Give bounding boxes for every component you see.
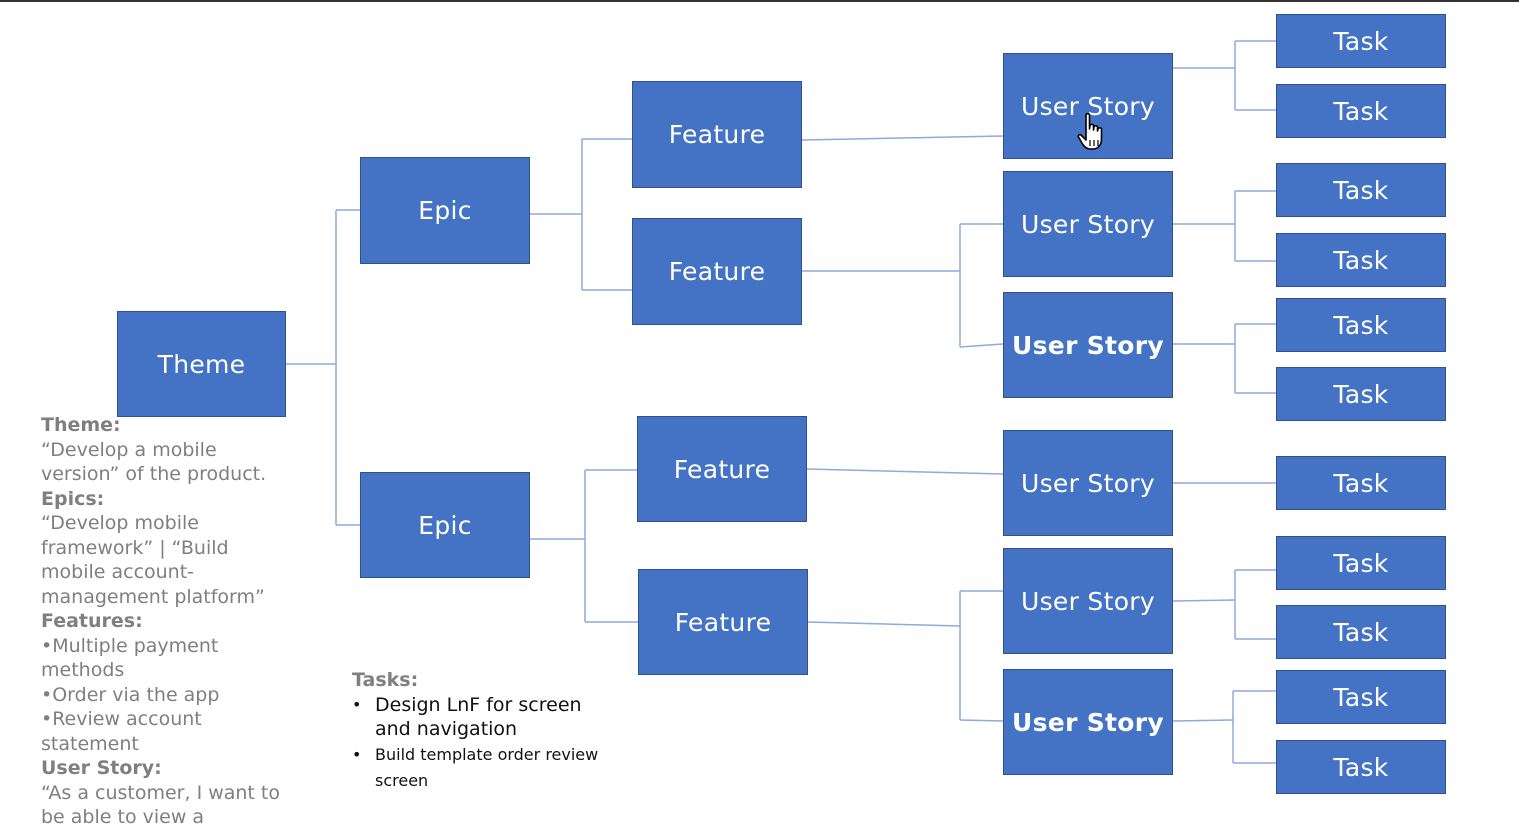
tasks-heading: Tasks: xyxy=(352,669,419,691)
feature-item: •Multiple payment methods xyxy=(41,634,219,682)
user-story-box[interactable]: User Story xyxy=(1003,430,1173,536)
feature-box[interactable]: Feature xyxy=(637,416,807,522)
task-box[interactable]: Task xyxy=(1276,163,1446,217)
tasks-list: Design LnF for screen and navigation Bui… xyxy=(352,693,622,794)
user-story-box[interactable]: User Story xyxy=(1003,548,1173,654)
user-story-box[interactable]: User Story xyxy=(1003,292,1173,398)
connector-story5-out xyxy=(1172,599,1236,602)
user-story-heading: User Story: xyxy=(41,757,162,779)
task-box[interactable]: Task xyxy=(1276,298,1446,352)
theme-description: “Develop a mobile version” of the produc… xyxy=(41,438,267,486)
task-box[interactable]: Task xyxy=(1276,536,1446,590)
task-box[interactable]: Task xyxy=(1276,740,1446,794)
task-box[interactable]: Task xyxy=(1276,233,1446,287)
user-story-description: “As a customer, I want to be able to vie… xyxy=(41,781,280,829)
task-box[interactable]: Task xyxy=(1276,670,1446,724)
task-note-item: Build template order review screen xyxy=(352,742,622,794)
connector-story6-stub xyxy=(959,719,1004,722)
user-story-box[interactable]: User Story xyxy=(1003,669,1173,775)
epic-box[interactable]: Epic xyxy=(360,472,530,578)
theme-box[interactable]: Theme xyxy=(117,311,286,417)
task-box[interactable]: Task xyxy=(1276,14,1446,68)
connector-feature3-story4 xyxy=(806,468,1004,475)
connector-story6-out xyxy=(1172,719,1234,722)
feature-item: •Order via the app xyxy=(41,683,220,706)
task-note-item: Design LnF for screen and navigation xyxy=(352,693,622,742)
feature-box[interactable]: Feature xyxy=(632,218,802,325)
tasks-notes: Tasks: Design LnF for screen and navigat… xyxy=(352,668,622,794)
user-story-box[interactable]: User Story xyxy=(1003,171,1173,277)
feature-item: •Review account statement xyxy=(41,708,202,755)
epics-description: “Develop mobile framework” | “Build mobi… xyxy=(41,512,265,608)
connector-feature4-out xyxy=(807,621,961,627)
hand-pointer-icon xyxy=(1077,112,1103,150)
connector-story3-stub xyxy=(959,343,1004,348)
connector-feature1-story1 xyxy=(801,135,1004,141)
task-box[interactable]: Task xyxy=(1276,84,1446,138)
epic-box[interactable]: Epic xyxy=(360,157,530,264)
epics-heading: Epics: xyxy=(41,487,105,510)
task-box[interactable]: Task xyxy=(1276,456,1446,510)
task-box[interactable]: Task xyxy=(1276,605,1446,659)
theme-heading: Theme: xyxy=(41,414,121,436)
feature-box[interactable]: Feature xyxy=(638,569,808,675)
window-top-border xyxy=(0,0,1519,2)
features-heading: Features: xyxy=(41,610,143,632)
task-box[interactable]: Task xyxy=(1276,367,1446,421)
feature-box[interactable]: Feature xyxy=(632,81,802,188)
definitions-notes: Theme: “Develop a mobile version” of the… xyxy=(41,413,291,830)
